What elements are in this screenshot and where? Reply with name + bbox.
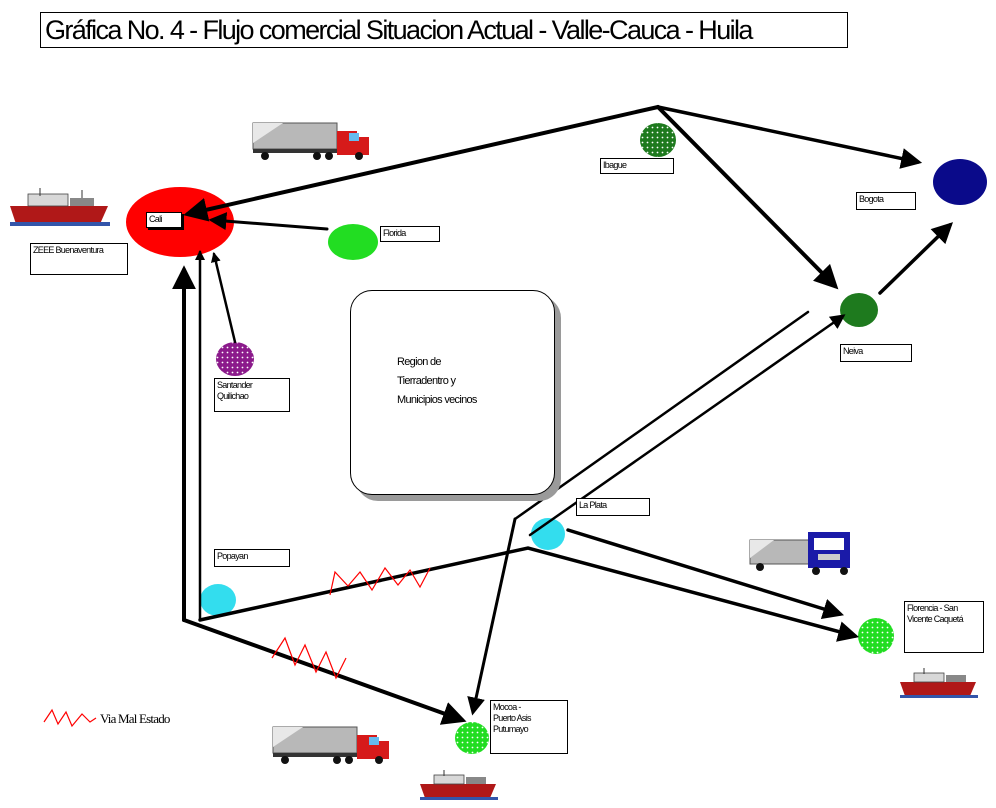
boat-icon: [420, 770, 498, 800]
node-ibague: [640, 123, 676, 157]
label-bogota: Bogota: [856, 192, 916, 210]
node-florida: [328, 224, 378, 260]
truck-icon: [252, 122, 369, 160]
node-florencia: [858, 618, 894, 654]
arrow-ibague-to-cali: [183, 105, 660, 222]
label-ibague: Ibague: [600, 158, 674, 174]
diagram-title: Gráfica No. 4 - Flujo comercial Situacio…: [40, 12, 848, 48]
arrow-popayan-to-florencia: [198, 546, 860, 642]
arrow-ibague-to-bogota: [656, 105, 923, 169]
arrow-laplata-to-florencia: [566, 528, 845, 620]
bad-road-zigzag-upper: [329, 566, 431, 596]
node-santander: [216, 342, 254, 376]
node-bogota: [933, 159, 987, 205]
arrow-santander-to-cali: [210, 252, 237, 344]
label-cali: Cali: [146, 212, 182, 228]
label-florencia-caqueta: Florencia - San Vicente Caquetá: [904, 601, 984, 653]
label-mocoa-putumayo: Mocoa - Puerto Asis Putumayo: [490, 700, 568, 754]
node-mocoa: [455, 722, 489, 754]
bad-road-zigzag-lower: [271, 636, 347, 680]
region-tierradentro-label: Region de Tierradentro y Municipios veci…: [397, 356, 477, 406]
arrow-ibague-to-neiva: [656, 105, 839, 290]
region-tierradentro-box: Region de Tierradentro y Municipios veci…: [350, 290, 555, 495]
node-neiva: [840, 293, 878, 327]
label-florida: Florida: [380, 226, 440, 242]
arrow-laplata-to-mocoa: [467, 517, 517, 716]
label-la-plata: La Plata: [576, 498, 650, 516]
legend-bad-road-label: Via Mal Estado: [100, 711, 170, 726]
arrow-popayan-to-mocoa: [182, 618, 467, 725]
legend-zigzag-icon: [43, 708, 97, 728]
label-santander-quilichao: Santander Quilichao: [214, 378, 290, 412]
label-neiva: Neiva: [840, 344, 912, 362]
arrow-florida-to-cali: [208, 212, 329, 231]
truck-icon: [749, 532, 850, 575]
arrow-neiva-to-bogota: [878, 222, 954, 295]
boat-icon: [10, 188, 110, 226]
label-popayan: Popayan: [214, 549, 290, 567]
label-buenaventura: ZEEE Buenaventura: [30, 243, 128, 275]
node-laplata: [531, 518, 565, 550]
node-popayan: [200, 584, 236, 616]
boat-icon: [900, 668, 978, 698]
truck-icon: [272, 726, 389, 764]
arrow-laplata-to-neiva-a: [513, 310, 810, 521]
